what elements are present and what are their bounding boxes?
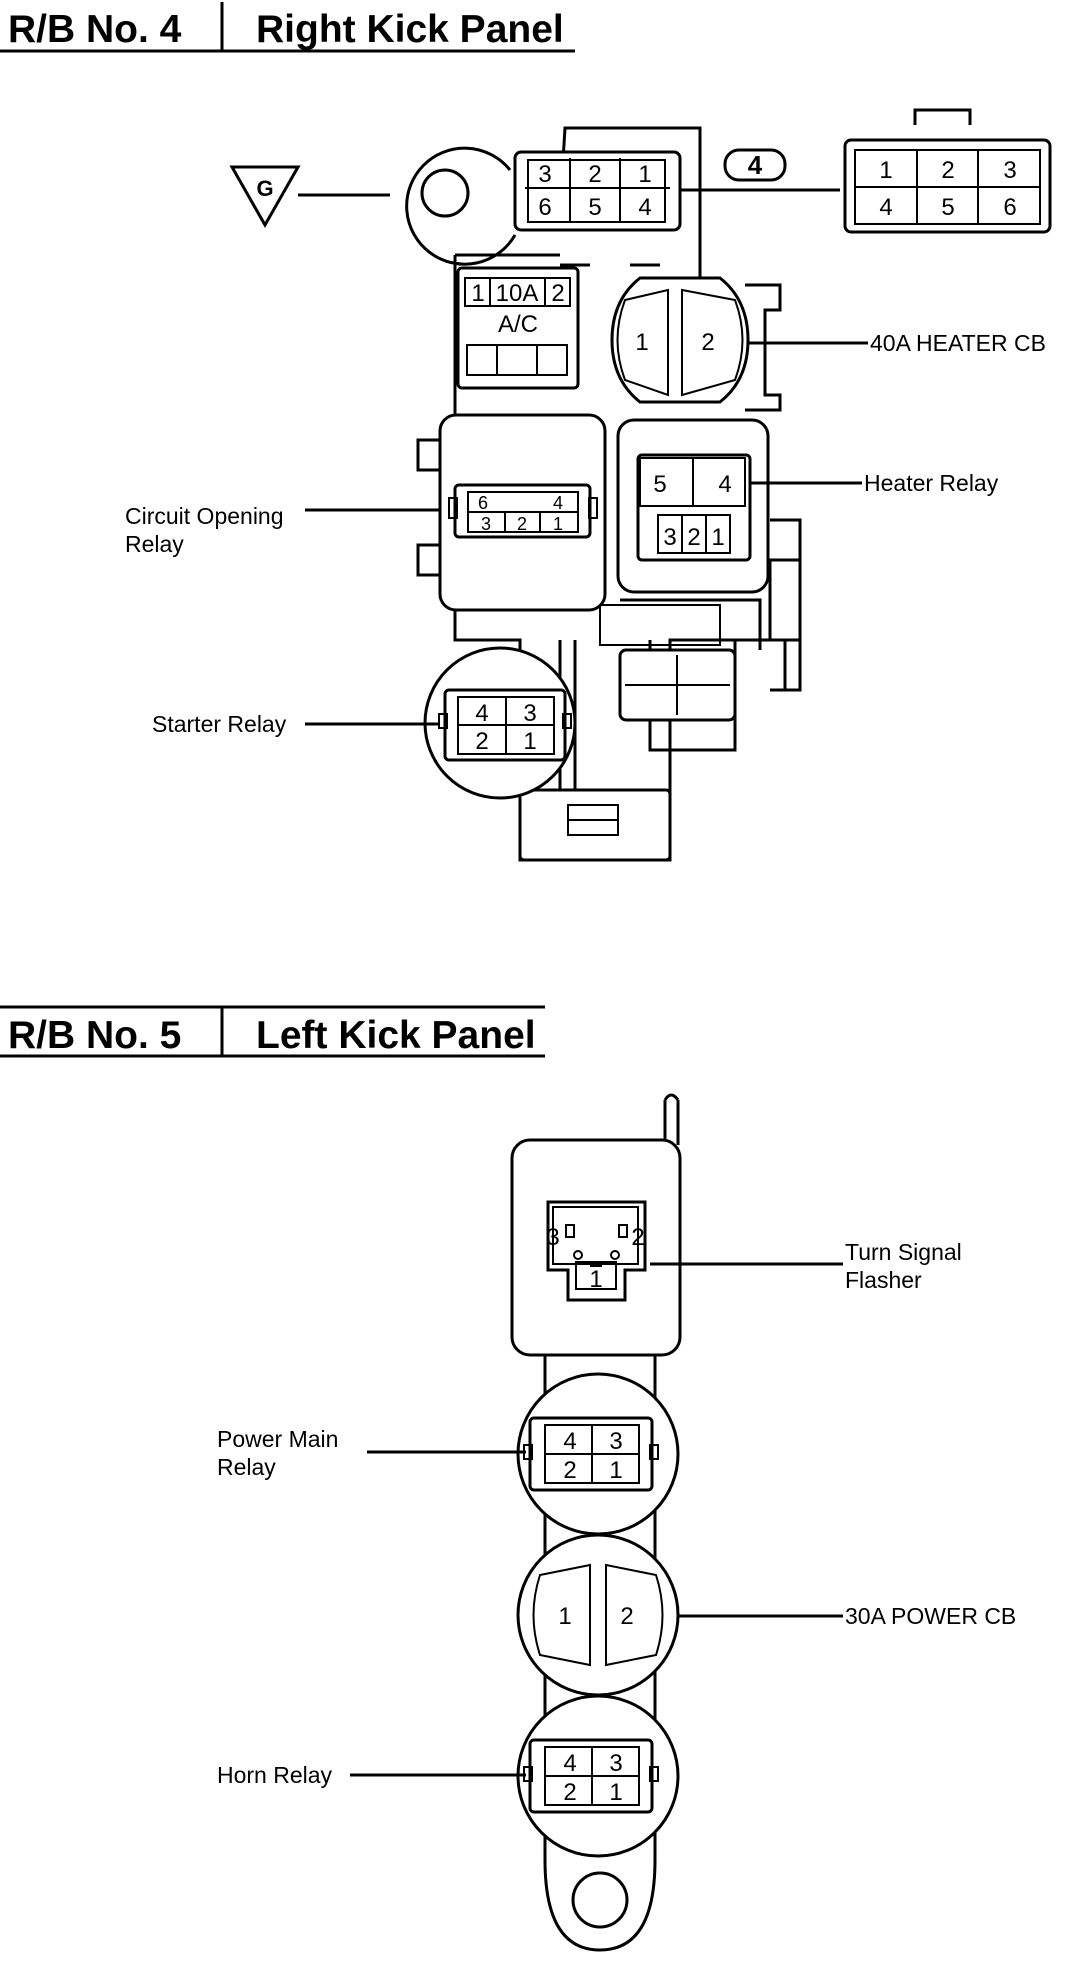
heater-relay-pin: 3: [663, 524, 676, 551]
detail-connector-6pin: 1 2 3 4 5 6: [843, 108, 1052, 234]
horn-relay-pin: 3: [609, 1750, 622, 1777]
starter-relay-pin: 3: [523, 700, 536, 727]
power-main-relay-pin: 4: [563, 1428, 576, 1455]
starter-relay-pin: 4: [475, 700, 488, 727]
section-header-rb5: R/B No. 5 Left Kick Panel: [0, 1005, 545, 1058]
starter-relay: 4 3 2 1 Starter Relay: [152, 646, 577, 800]
circuit-opening-relay-label: Relay: [125, 531, 184, 557]
rb4-housing: [453, 126, 802, 862]
block-connector-pin: 5: [588, 194, 601, 221]
connector-tag-number: 4: [748, 150, 763, 180]
power-main-relay-label: Power Main: [217, 1426, 338, 1452]
rb5-housing: [543, 1093, 680, 1952]
detail-connector-pin: 5: [941, 194, 954, 221]
power-main-relay-pin: 1: [609, 1457, 622, 1484]
power-main-relay-pin: 3: [609, 1428, 622, 1455]
power-circuit-breaker: 1 2 30A POWER CB: [516, 1533, 1016, 1697]
detail-connector-pin: 3: [1003, 157, 1016, 184]
power-main-relay-pin: 2: [563, 1457, 576, 1484]
block-connector-pin: 1: [638, 161, 651, 188]
power-main-relay: 4 3 2 1 Power Main Relay: [217, 1372, 680, 1536]
horn-relay-label: Horn Relay: [217, 1762, 333, 1788]
power-cb-pin: 1: [558, 1603, 571, 1630]
heater-relay-pin: 5: [653, 471, 666, 498]
detail-connector-pin: 4: [879, 194, 892, 221]
heater-relay-label: Heater Relay: [864, 470, 999, 496]
circuit-opening-relay-pin: 1: [553, 514, 563, 534]
circuit-opening-relay-pin: 6: [478, 493, 488, 513]
power-main-relay-label: Relay: [217, 1454, 276, 1480]
circuit-opening-relay: 6 4 3 2 1 Circuit Opening Relay: [125, 413, 607, 612]
turn-signal-flasher-pin: 1: [589, 1266, 602, 1293]
turn-signal-flasher-pin: 3: [546, 1224, 559, 1251]
horn-relay-pin: 1: [609, 1779, 622, 1806]
detail-connector-pin: 1: [879, 157, 892, 184]
starter-relay-pin: 2: [475, 728, 488, 755]
starter-relay-label: Starter Relay: [152, 711, 287, 737]
horn-relay: 4 3 2 1 Horn Relay: [217, 1694, 680, 1858]
block-connector-pin: 6: [538, 194, 551, 221]
turn-signal-flasher-label: Turn Signal: [845, 1239, 962, 1265]
heater-relay-pin: 4: [718, 471, 731, 498]
circuit-opening-relay-pin: 4: [553, 493, 563, 513]
circuit-opening-relay-pin: 3: [481, 514, 491, 534]
heater-relay-pin: 1: [711, 524, 724, 551]
section-location-rb5: Left Kick Panel: [256, 1014, 536, 1057]
ground-terminal: G: [229, 146, 517, 266]
detail-connector-pin: 6: [1003, 194, 1016, 221]
block-connector-pin: 2: [588, 161, 601, 188]
ground-symbol-label: G: [256, 176, 273, 201]
ground-triangle-icon: [229, 165, 301, 229]
section-header-rb4: R/B No. 4 Right Kick Panel: [0, 2, 575, 53]
turn-signal-flasher-label: Flasher: [845, 1267, 922, 1293]
section-number-rb5: R/B No. 5: [8, 1014, 181, 1057]
power-cb-label: 30A POWER CB: [845, 1603, 1016, 1629]
fuse-pin: 2: [551, 280, 564, 307]
heater-cb-pin: 2: [701, 329, 714, 356]
horn-relay-pin: 2: [563, 1779, 576, 1806]
starter-relay-pin: 1: [523, 728, 536, 755]
block-connector-6pin: 3 2 1 6 5 4: [513, 150, 840, 232]
section-location-rb4: Right Kick Panel: [256, 8, 564, 51]
heater-relay: 5 4 3 2 1 Heater Relay: [616, 418, 999, 594]
ground-ring-lug: [405, 146, 517, 266]
heater-cb-label: 40A HEATER CB: [870, 330, 1046, 356]
heater-relay-pin: 2: [687, 524, 700, 551]
fuse-rating: 10A: [496, 280, 539, 307]
block-connector-pin: 4: [638, 194, 651, 221]
heater-cb-pin: 1: [635, 329, 648, 356]
section-number-rb4: R/B No. 4: [8, 8, 182, 51]
connector-tag: 4: [723, 148, 787, 182]
turn-signal-flasher-pin: 2: [631, 1224, 644, 1251]
circuit-opening-relay-label: Circuit Opening: [125, 503, 284, 529]
block-connector-pin: 3: [538, 161, 551, 188]
fuse-name: A/C: [498, 311, 538, 338]
detail-connector-pin: 2: [941, 157, 954, 184]
circuit-opening-relay-pin: 2: [517, 514, 527, 534]
heater-circuit-breaker: 1 2 40A HEATER CB: [610, 276, 1046, 404]
turn-signal-flasher: 3 2 1 Turn Signal Flasher: [510, 1138, 962, 1357]
fuse-pin: 1: [471, 280, 484, 307]
fuse-ac-10a: 1 10A 2 A/C: [456, 266, 580, 390]
horn-relay-pin: 4: [563, 1750, 576, 1777]
power-cb-pin: 2: [620, 1603, 633, 1630]
